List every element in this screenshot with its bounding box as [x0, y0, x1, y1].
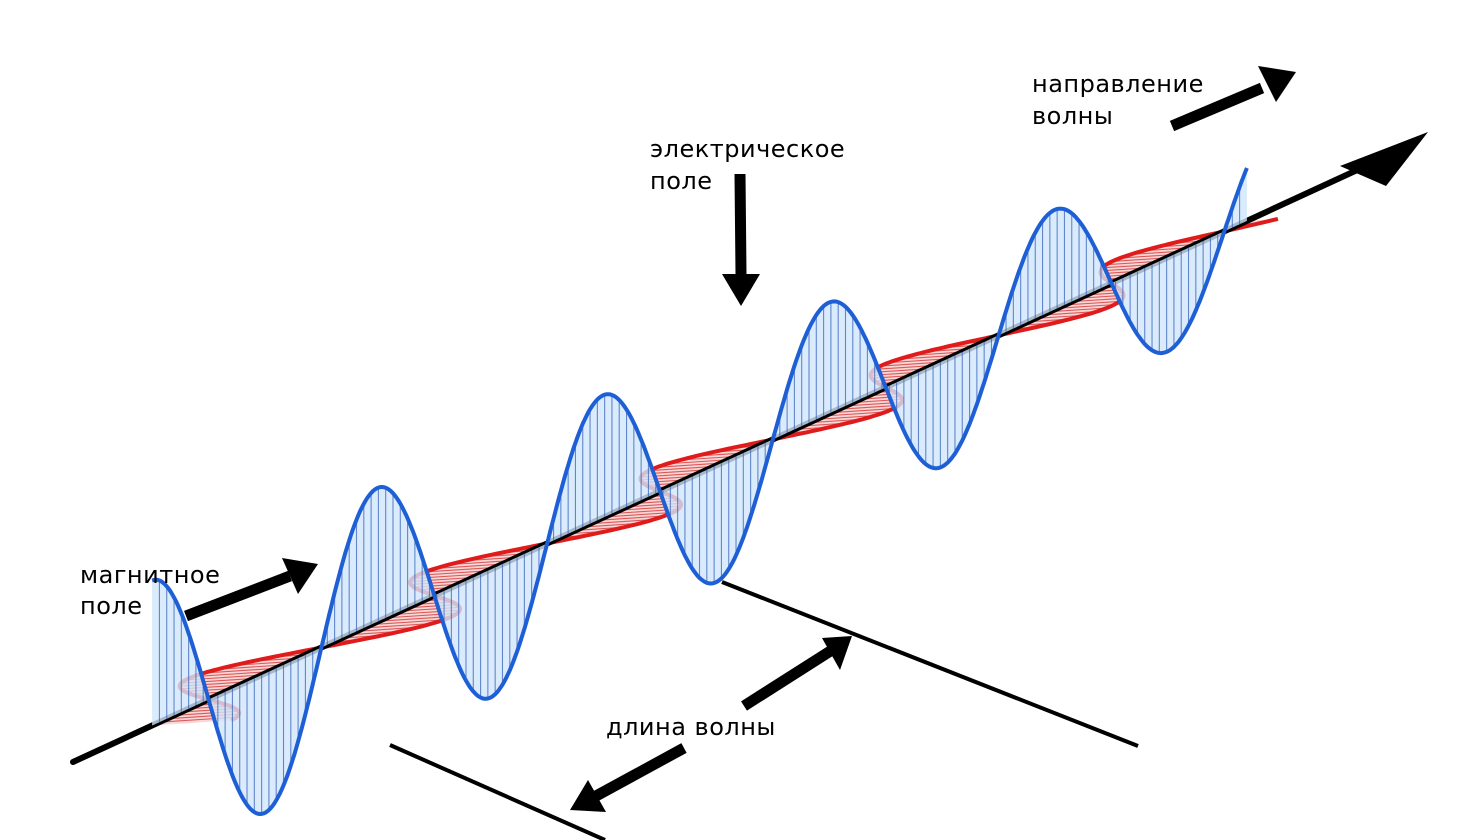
magnetic-hatch-line	[1064, 300, 1120, 306]
magnetic-hatch-line	[1049, 307, 1107, 313]
magnetic-hatch-line	[667, 459, 729, 465]
arrow-wave-direction	[1169, 66, 1296, 132]
wavelength-bracket	[389, 580, 1139, 840]
magnetic-hatch-line	[604, 511, 673, 518]
label-electric-field-line1: электрическое	[650, 135, 845, 163]
label-electric-field-line2: поле	[650, 167, 712, 195]
magnetic-hatch-line	[648, 465, 715, 472]
magnetic-hatch-line	[203, 667, 277, 674]
magnetic-hatch-line	[424, 566, 496, 573]
magnetic-hatch-line	[590, 518, 654, 525]
wavelength-bracket-line-left	[389, 743, 606, 840]
magnetic-hatch-line	[1120, 253, 1174, 259]
magnetic-hatch-line	[830, 408, 894, 414]
electric-field-outline	[151, 167, 1249, 817]
magnetic-hatch-line	[371, 619, 444, 626]
label-wave-direction-line2: волны	[1032, 102, 1113, 130]
magnetic-hatch-line	[656, 462, 722, 468]
magnetic-hatch-line	[898, 354, 956, 360]
magnetic-hatch-line	[823, 411, 886, 417]
magnetic-hatch-line	[874, 364, 934, 370]
label-magnetic-field-line1: магнитное	[80, 561, 220, 589]
magnetic-hatch-line	[193, 671, 269, 678]
label-magnetic-field-line2: поле	[80, 592, 142, 620]
electric-field-wave	[151, 167, 1249, 817]
axis-line	[70, 151, 1395, 765]
magnetic-hatch-line	[435, 563, 503, 569]
label-wave-direction-line1: направление	[1032, 70, 1204, 98]
magnetic-hatch-line	[363, 622, 433, 629]
magnetic-hatch-line	[838, 404, 899, 410]
magnetic-hatch-line	[888, 358, 948, 364]
arrow-magnetic-field	[184, 558, 318, 622]
magnetic-hatch-line	[1071, 297, 1123, 303]
magnetic-hatch-line	[816, 414, 876, 420]
arrow-electric-field	[722, 173, 760, 306]
propagation-axis	[70, 132, 1428, 765]
label-wavelength: длина волны	[606, 713, 776, 741]
magnetic-hatch-line	[880, 361, 941, 367]
magnetic-hatch-line	[1111, 257, 1167, 262]
magnetic-hatch-line	[1057, 304, 1115, 309]
arrow-wavelength-left	[570, 743, 687, 812]
wavelength-bracket-line-right	[721, 580, 1139, 748]
axis-arrowhead	[1340, 132, 1428, 186]
magnetic-hatch-line	[1042, 311, 1097, 316]
magnetic-hatch-line	[597, 515, 665, 521]
magnetic-hatch-line	[1106, 260, 1160, 266]
arrow-wavelength-right	[741, 636, 852, 711]
